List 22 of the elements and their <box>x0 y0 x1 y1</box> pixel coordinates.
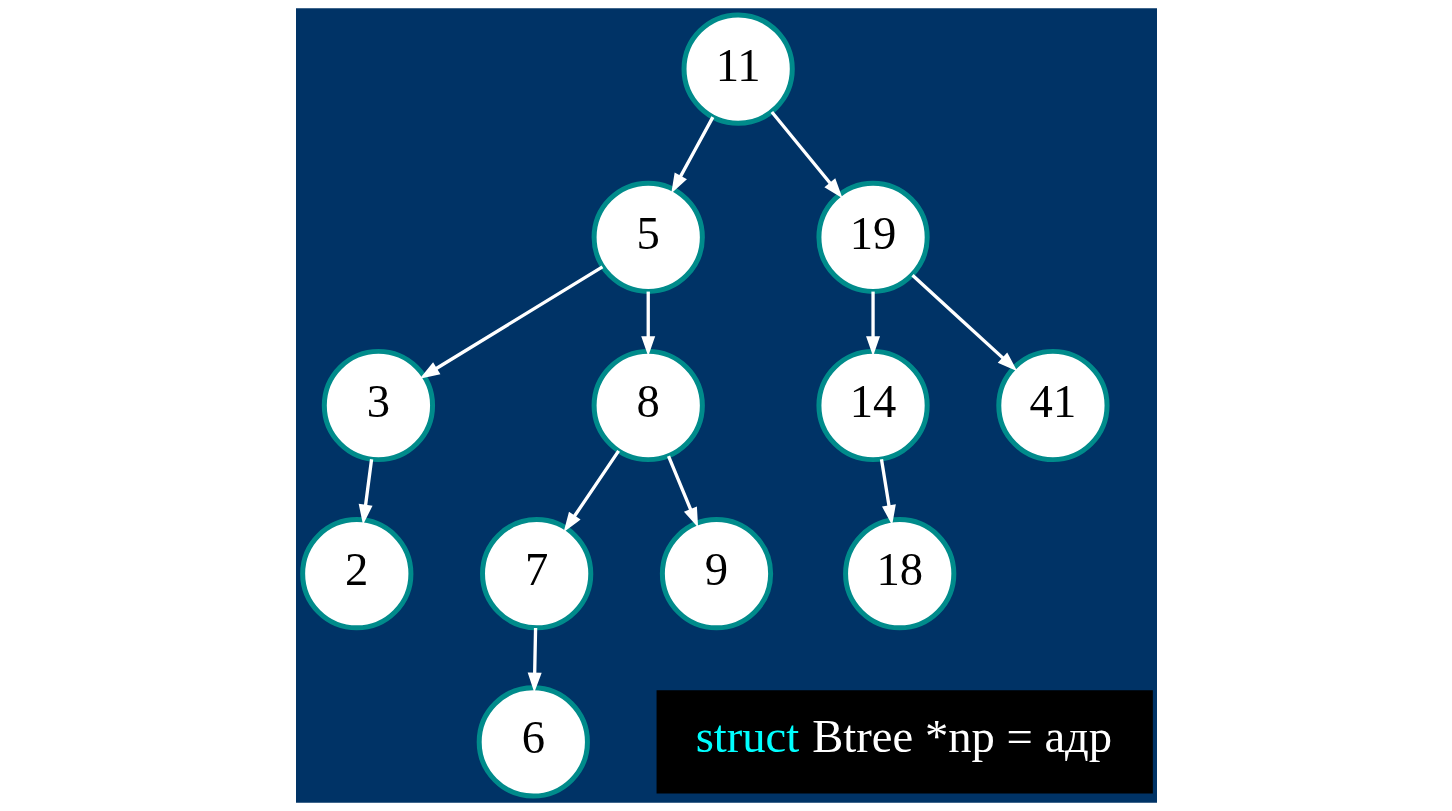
arrow <box>670 116 714 194</box>
node-circle: 3 <box>321 348 435 463</box>
node-circle: 2 <box>299 517 413 631</box>
node-circle: 11 <box>681 12 795 126</box>
arrow <box>358 459 373 525</box>
node-circle: 7 <box>479 517 593 631</box>
arrow <box>910 273 1017 372</box>
node-circle: 9 <box>659 517 773 631</box>
node-circle: 18 <box>842 517 956 631</box>
node-circle: 8 <box>591 348 705 463</box>
arrow <box>770 110 843 199</box>
arrow <box>527 627 542 693</box>
arrow <box>563 449 620 533</box>
node-circle: 5 <box>591 180 705 294</box>
arrow <box>879 459 896 526</box>
node-circle: 14 <box>815 348 930 463</box>
arrow <box>865 291 880 357</box>
node-circle: 6 <box>476 685 590 799</box>
arrow <box>419 265 603 379</box>
arrow <box>666 455 698 528</box>
label: struct Btree *np = адр <box>695 709 1112 762</box>
arrow <box>640 291 655 357</box>
